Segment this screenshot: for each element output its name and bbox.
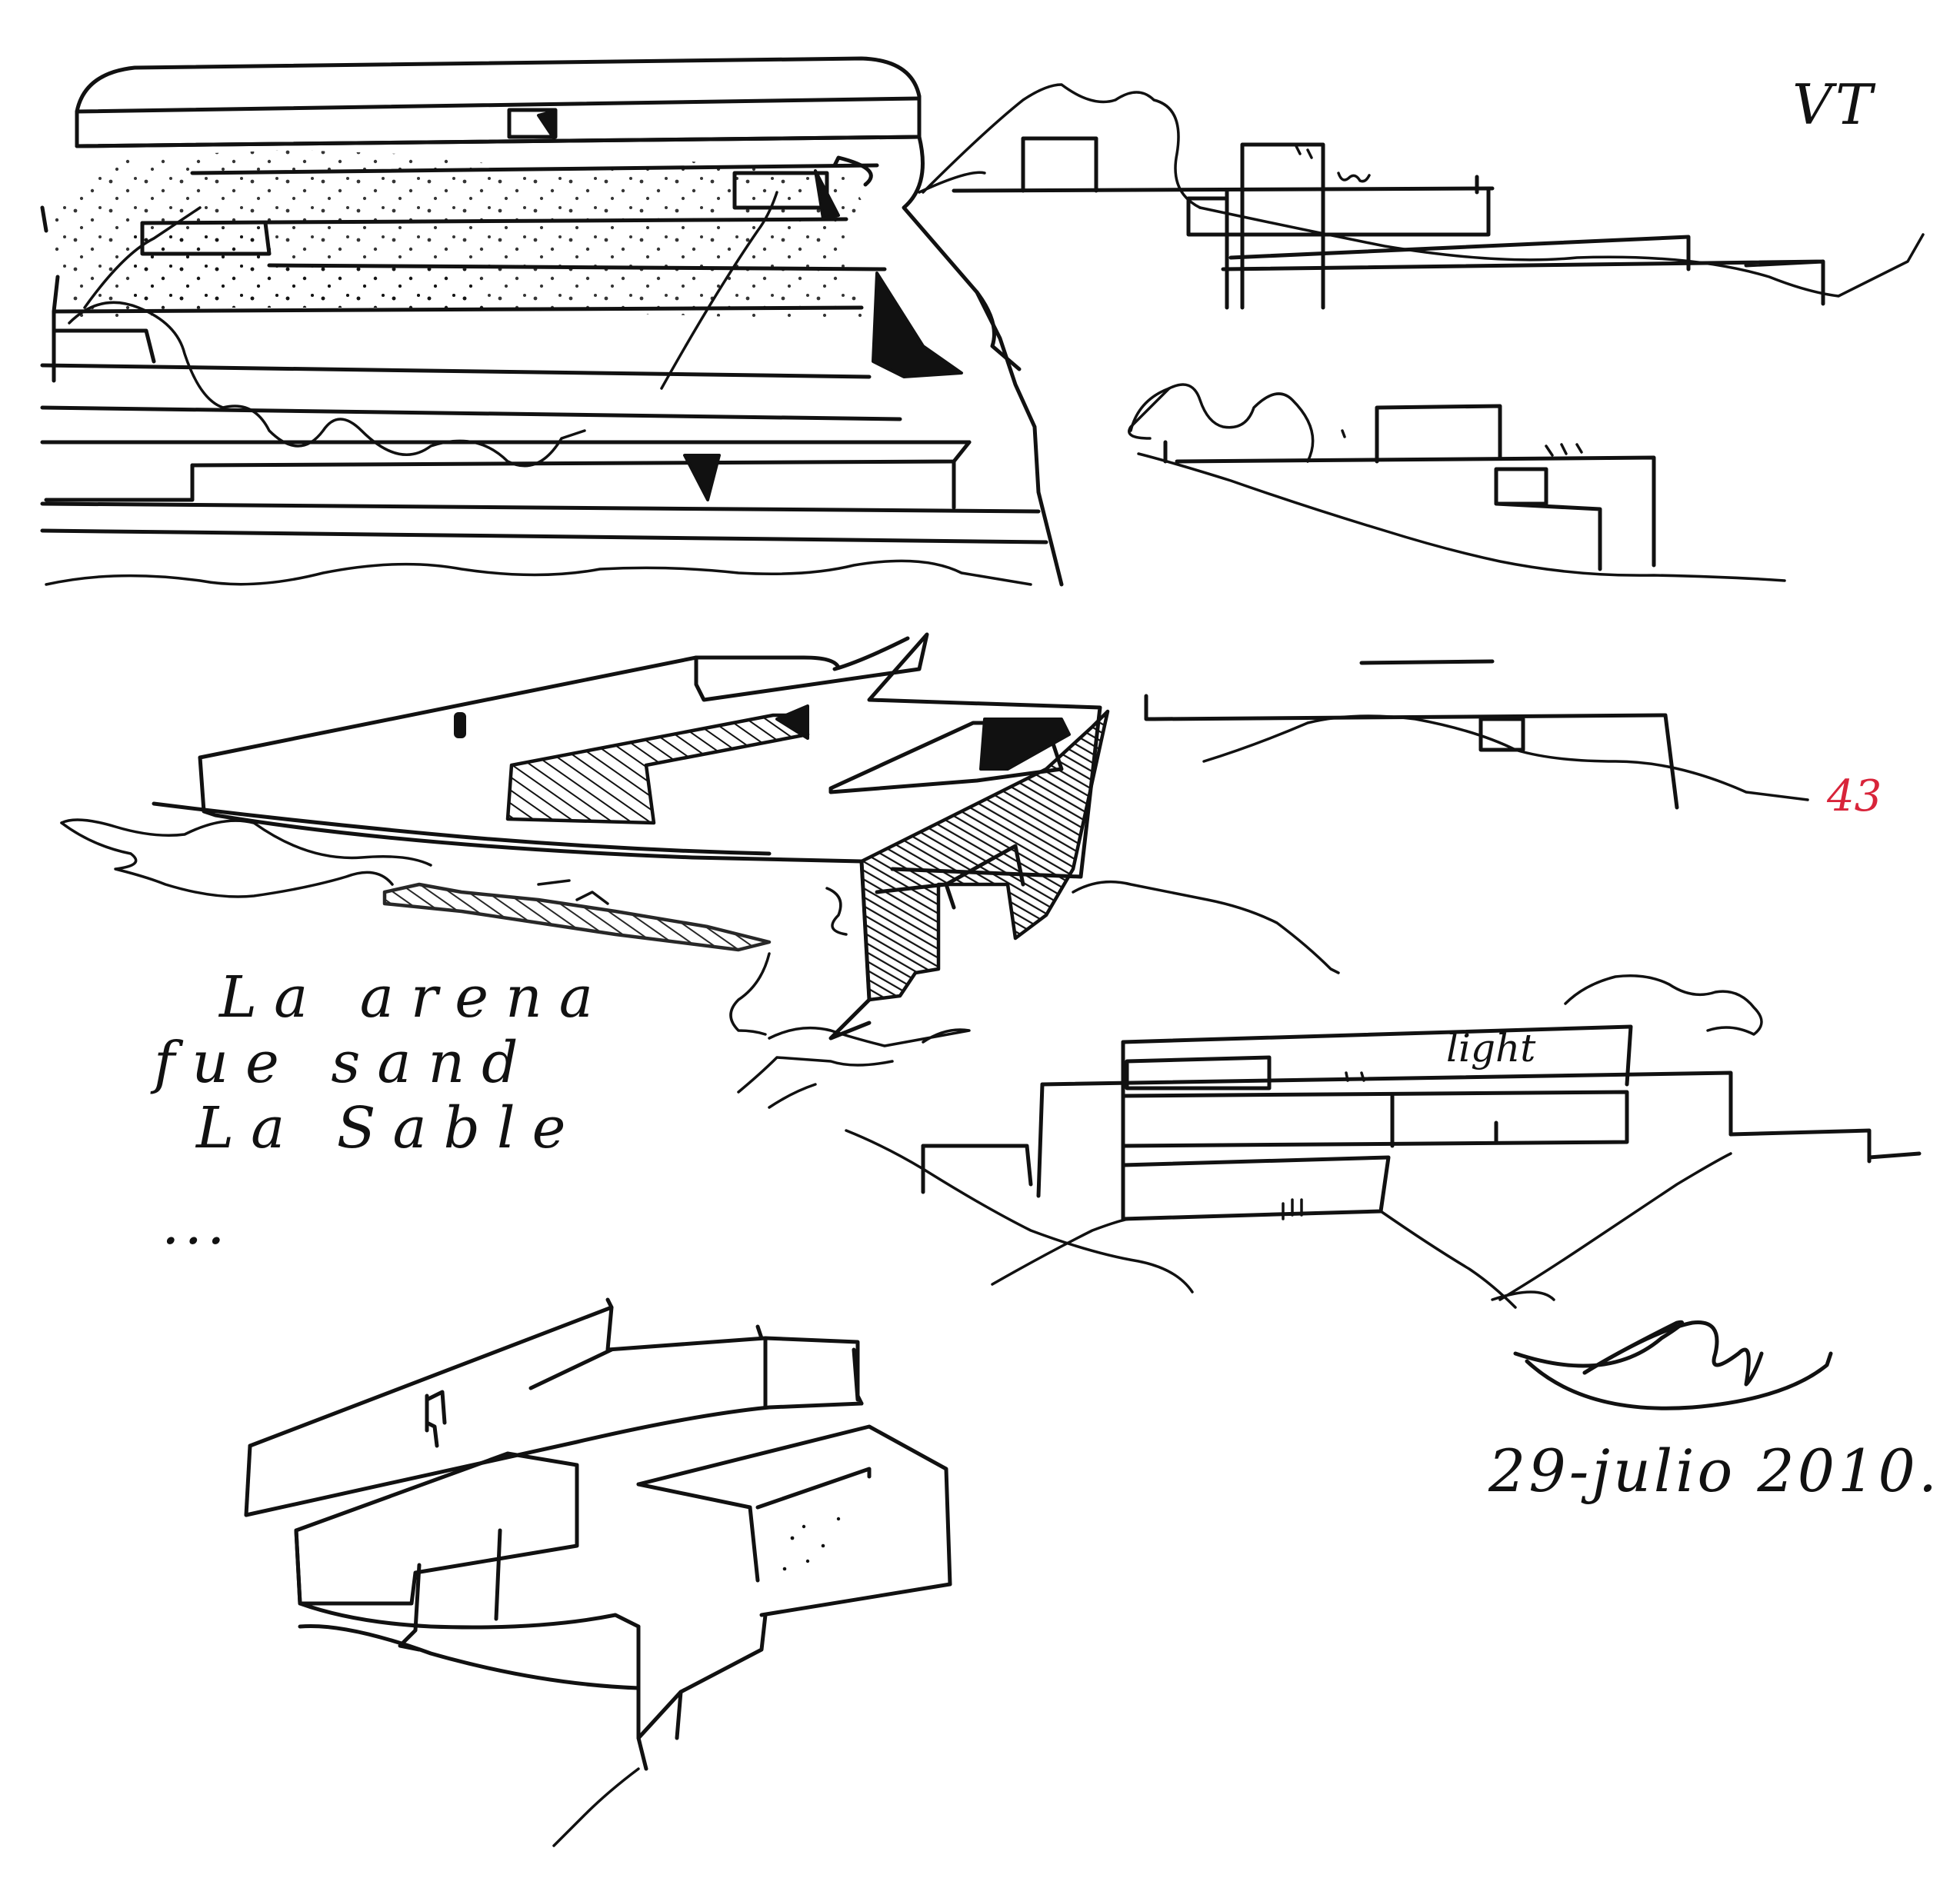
- sketch-perspective-building: [60, 632, 1340, 1109]
- sketch-elevation-middle: [1128, 383, 1786, 582]
- page-number: 43: [1827, 771, 1882, 821]
- sketch-stepped-building: [40, 56, 1064, 587]
- annotation-light: light: [1446, 1026, 1536, 1071]
- initials-label: VT: [1792, 72, 1876, 137]
- sketch-elevation-light: [845, 974, 1922, 1309]
- note-line-4: ...: [162, 1191, 230, 1257]
- sketch-elevation-small: [1144, 659, 1809, 810]
- note-line-2: fue sand: [154, 1030, 535, 1096]
- sketch-signature: [1513, 1320, 1833, 1410]
- date-label: 29-julio 2010.: [1488, 1437, 1940, 1505]
- note-line-1: La arena: [219, 964, 610, 1031]
- sketch-axonometric-blocks: [244, 1297, 952, 1847]
- note-line-3: La Sable: [196, 1095, 583, 1161]
- sketch-elevation-top: [922, 83, 1925, 310]
